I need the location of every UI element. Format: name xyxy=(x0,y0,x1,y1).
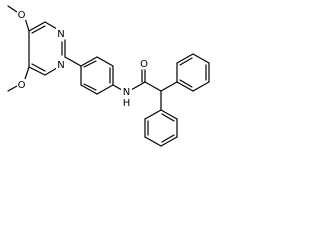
bond-lo-6 xyxy=(144,109,162,120)
bond-up-2 xyxy=(176,53,194,64)
atom-n-ring-bottom-label: N xyxy=(57,60,64,71)
bond-up-5 xyxy=(192,81,210,92)
bond-up-3 xyxy=(192,53,210,64)
bond-pyr-1-double xyxy=(31,25,46,34)
bond-o-bottom-c xyxy=(24,66,30,80)
bond-pyr-1 xyxy=(28,21,46,32)
bond-up-6-double xyxy=(179,79,193,88)
atom-n-ring-top: N xyxy=(56,28,66,40)
bond-ph-1 xyxy=(80,56,98,67)
structure-diagram: O O N N O N H xyxy=(0,0,211,159)
bond-pyr-5-double xyxy=(31,63,46,72)
atom-o-carbonyl-label: O xyxy=(140,59,148,70)
bond-up-6 xyxy=(176,81,194,92)
bond-methyl-o-bottom xyxy=(7,85,18,92)
bond-pyr-phenyl xyxy=(64,56,82,67)
bond-up-2-double xyxy=(179,57,193,66)
bond-methyl-o-top xyxy=(7,5,18,13)
bond-pyr-4 xyxy=(44,67,58,76)
bond-ph-5-double xyxy=(83,83,97,91)
atom-o-bottom: O xyxy=(17,79,26,91)
bond-pyr-2 xyxy=(44,21,58,30)
atom-n-amide-label: N xyxy=(123,87,130,98)
bond-lo-4 xyxy=(144,136,162,147)
atom-h-amide-label: H xyxy=(123,98,131,109)
bond-ch-upper-ph xyxy=(160,81,178,92)
atom-o-carbonyl: O xyxy=(139,58,149,70)
atom-o-bottom-label: O xyxy=(18,80,26,91)
atom-n-amide: N xyxy=(121,86,132,98)
bond-pyr-5 xyxy=(28,66,46,76)
bond-lo-3 xyxy=(160,136,178,147)
bond-ph-2 xyxy=(96,56,114,67)
bond-lo-1-double xyxy=(161,113,175,122)
bond-lo-3-double xyxy=(161,134,175,143)
bond-n-c xyxy=(130,81,146,91)
atom-h-amide: H xyxy=(121,97,132,109)
molecule-drawing: O O N N O N H xyxy=(7,5,210,147)
bond-c-ch xyxy=(144,81,162,92)
bond-ph-1-double xyxy=(83,60,97,68)
bond-lo-1 xyxy=(160,109,178,120)
atom-n-ring-top-label: N xyxy=(57,29,64,40)
atom-o-top: O xyxy=(17,9,26,21)
bond-ph-n xyxy=(112,84,123,91)
bond-ph-4 xyxy=(96,84,114,95)
bond-ph-5 xyxy=(80,84,98,95)
bond-o-top-c xyxy=(24,17,30,32)
atom-n-ring-bottom: N xyxy=(56,59,66,71)
atom-o-top-label: O xyxy=(18,10,26,21)
